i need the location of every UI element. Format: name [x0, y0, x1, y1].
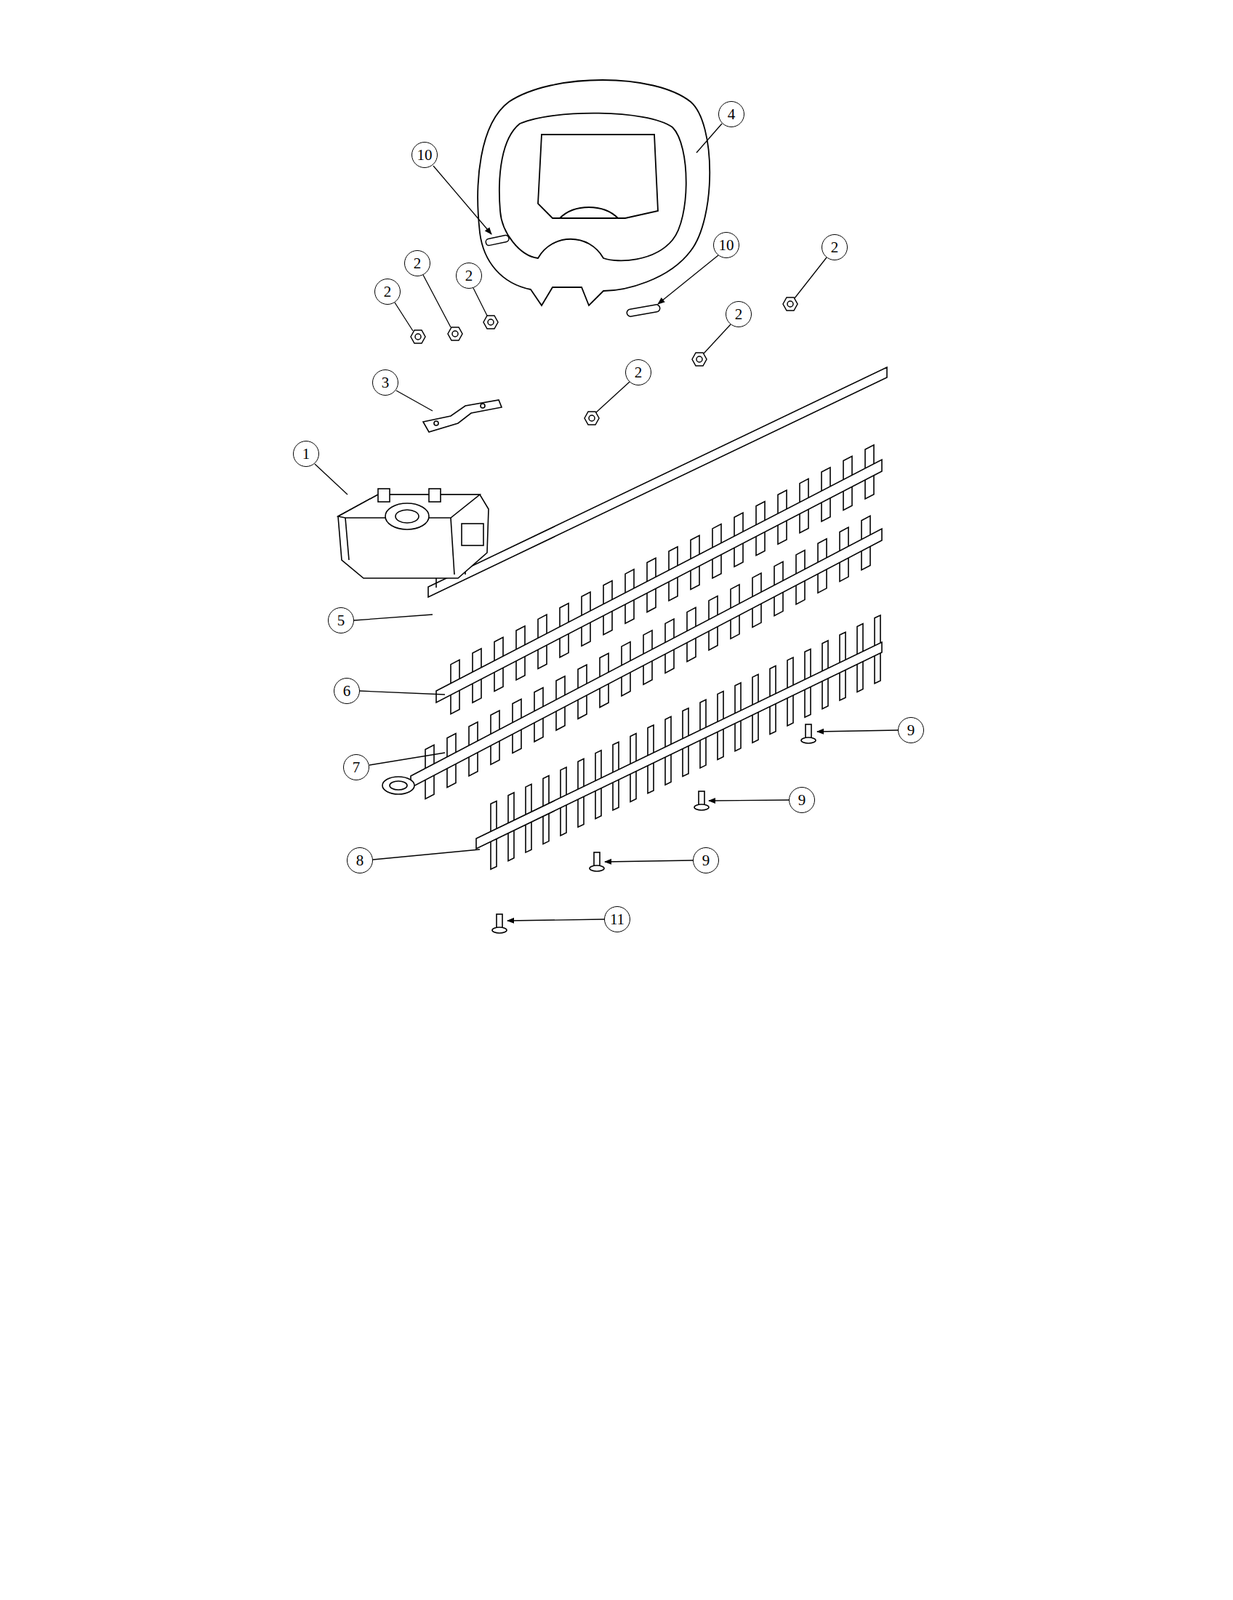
blade-lower	[476, 615, 882, 869]
leader-lines	[314, 123, 898, 921]
callout-number: 2	[374, 278, 401, 305]
gearbox	[338, 488, 489, 578]
callout-number: 8	[346, 846, 373, 874]
callout-number: 4	[718, 101, 745, 128]
blade-ring-hole	[389, 780, 408, 790]
callout-number: 2	[404, 250, 431, 277]
callout-number: 2	[725, 300, 752, 328]
callout-number: 7	[343, 753, 370, 781]
callout-number: 10	[411, 141, 438, 168]
callout-number: 9	[692, 846, 720, 874]
callout-number: 11	[604, 905, 631, 933]
housing	[477, 79, 710, 306]
callout-number: 1	[292, 440, 320, 467]
rivets	[492, 724, 816, 933]
callout-number: 2	[625, 359, 652, 386]
callout-number: 6	[333, 677, 360, 704]
callout-number: 2	[455, 262, 483, 289]
callout-number: 3	[372, 369, 399, 396]
pins	[485, 234, 661, 317]
callout-number: 5	[327, 607, 355, 634]
callout-number: 9	[788, 786, 815, 813]
callout-number: 10	[713, 231, 740, 259]
plate	[423, 399, 502, 432]
blade-ring	[382, 776, 415, 794]
callout-number: 9	[897, 716, 925, 743]
callout-number: 2	[821, 234, 848, 261]
